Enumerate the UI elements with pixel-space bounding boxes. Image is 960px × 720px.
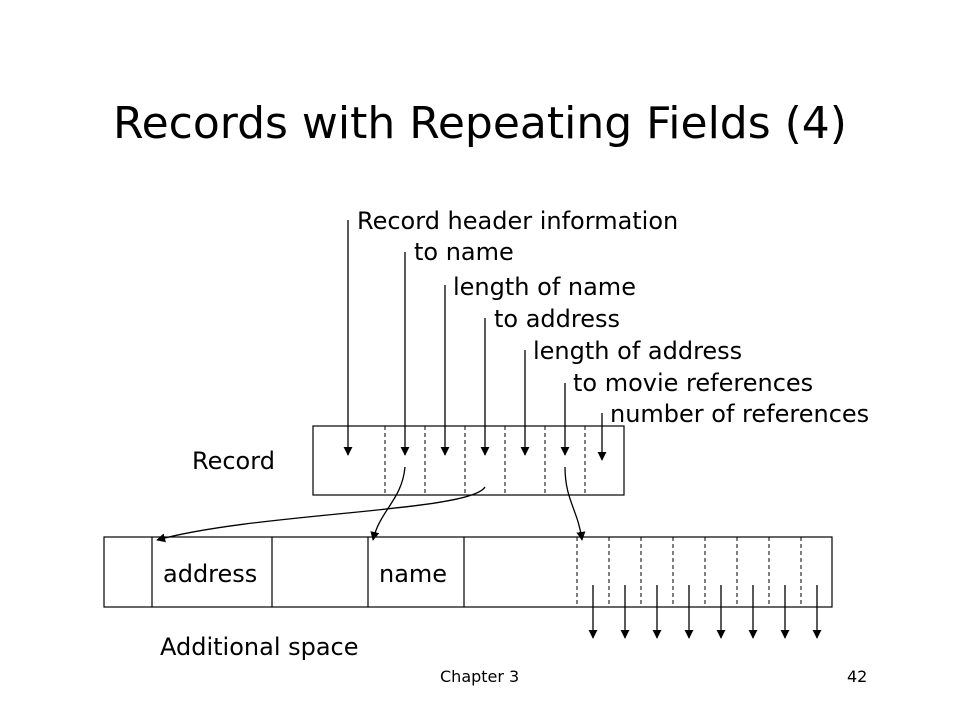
record-field-dividers <box>384 426 586 495</box>
movie-reference-dividers <box>576 537 802 607</box>
footer-page-number: 42 <box>847 667 868 686</box>
label-length-of-address: length of address <box>533 337 743 365</box>
label-length-of-name: length of name <box>453 273 636 301</box>
label-to-name: to name <box>414 238 514 266</box>
label-to-movie-references: to movie references <box>573 369 814 397</box>
additional-space-box <box>103 536 833 608</box>
arrow-name-pointer <box>370 466 406 541</box>
arrow-movie-pointer <box>564 466 586 541</box>
label-record-header: Record header information <box>357 207 679 235</box>
field-name-label: name <box>379 560 448 588</box>
label-arrows <box>343 220 607 461</box>
field-address-label: address <box>163 560 258 588</box>
additional-space-label: Additional space <box>160 633 359 661</box>
movie-reference-arrows <box>588 585 822 639</box>
label-number-of-references: number of references <box>610 400 870 428</box>
arrow-address-pointer <box>156 486 486 543</box>
record-to-space-arrows <box>156 466 586 543</box>
record-label: Record <box>192 447 275 475</box>
additional-space-dividers <box>151 537 465 607</box>
footer-chapter: Chapter 3 <box>440 667 520 686</box>
label-to-address: to address <box>494 305 621 333</box>
record-box <box>312 425 625 496</box>
slide-title: Records with Repeating Fields (4) <box>113 98 847 149</box>
